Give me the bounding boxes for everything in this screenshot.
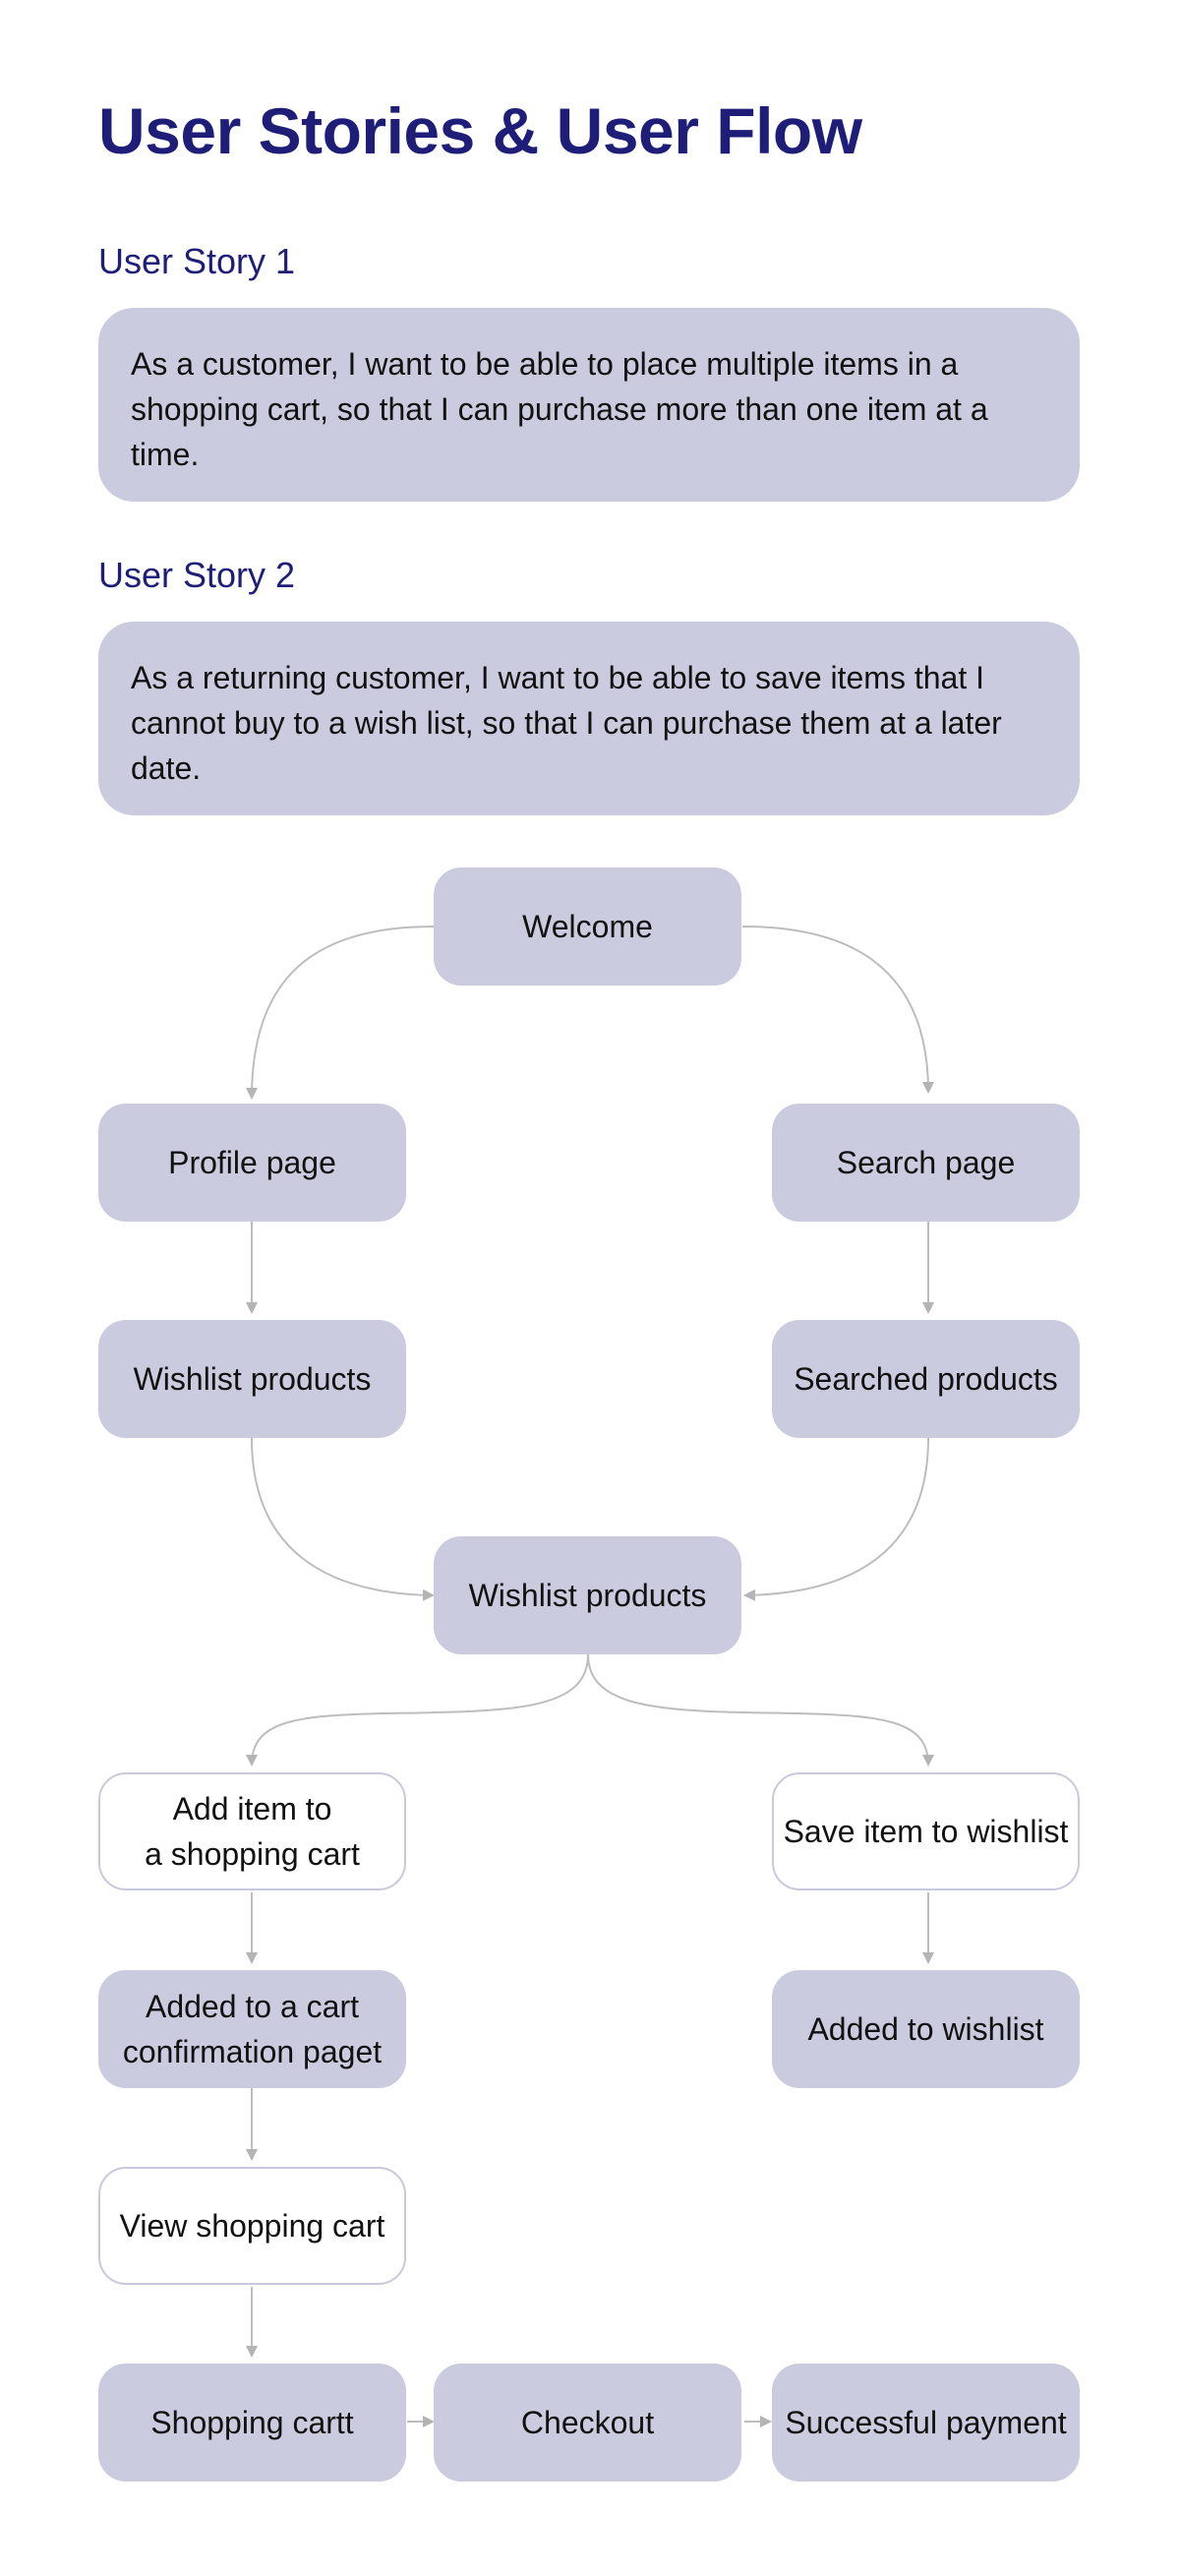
node-add-item-to-cart: Add item to a shopping cart	[98, 1772, 406, 1890]
node-added-to-wishlist-label: Added to wishlist	[807, 2011, 1044, 2047]
node-successful-payment-label: Successful payment	[785, 2405, 1067, 2440]
edge-center-to-add-item	[246, 1653, 589, 1767]
node-welcome: Welcome	[434, 868, 741, 986]
node-view-shopping-cart-label: View shopping cart	[119, 2208, 385, 2244]
node-wishlist-products-center: Wishlist products	[434, 1536, 741, 1654]
user-story-2-text: As a returning customer, I want to be ab…	[131, 660, 1002, 786]
node-wishlist-products-left: Wishlist products	[98, 1320, 406, 1438]
node-checkout-label: Checkout	[520, 2405, 655, 2440]
node-successful-payment: Successful payment	[772, 2364, 1080, 2482]
edge-center-to-save-item	[587, 1653, 934, 1767]
edge-searched-to-center	[743, 1437, 929, 1601]
node-search-page: Search page	[772, 1104, 1080, 1222]
node-added-to-cart-line2: confirmation paget	[122, 2034, 383, 2069]
node-checkout: Checkout	[434, 2364, 741, 2482]
user-story-2-box: As a returning customer, I want to be ab…	[98, 622, 1080, 815]
node-shopping-cart-label: Shopping cartt	[150, 2405, 354, 2440]
node-add-item-line1: Add item to	[172, 1791, 332, 1827]
node-profile-page: Profile page	[98, 1104, 406, 1222]
node-wishlist-products-left-label: Wishlist products	[133, 1361, 372, 1397]
edge-welcome-to-search	[741, 926, 934, 1094]
node-save-item-to-wishlist-label: Save item to wishlist	[783, 1814, 1069, 1849]
user-story-1-heading: User Story 1	[98, 241, 296, 281]
node-searched-products-label: Searched products	[794, 1361, 1058, 1397]
node-wishlist-products-center-label: Wishlist products	[468, 1578, 707, 1613]
node-search-page-label: Search page	[836, 1145, 1016, 1180]
user-story-2-heading: User Story 2	[98, 555, 296, 595]
user-story-1-text: As a customer, I want to be able to plac…	[131, 346, 988, 472]
user-story-1-box: As a customer, I want to be able to plac…	[98, 308, 1080, 502]
node-save-item-to-wishlist: Save item to wishlist	[772, 1772, 1080, 1890]
edge-wishlist-to-center	[251, 1437, 435, 1601]
node-searched-products: Searched products	[772, 1320, 1080, 1438]
node-added-to-wishlist: Added to wishlist	[772, 1970, 1080, 2088]
page-title: User Stories & User Flow	[98, 94, 862, 167]
node-view-shopping-cart: View shopping cart	[98, 2167, 406, 2285]
node-shopping-cart: Shopping cartt	[98, 2364, 406, 2482]
node-added-to-cart-confirmation: Added to a cart confirmation paget	[98, 1970, 406, 2088]
node-add-item-line2: a shopping cart	[145, 1836, 360, 1872]
node-welcome-label: Welcome	[522, 909, 653, 944]
edge-welcome-to-profile	[246, 926, 435, 1100]
node-added-to-cart-line1: Added to a cart	[145, 1989, 359, 2024]
node-profile-page-label: Profile page	[168, 1145, 336, 1180]
